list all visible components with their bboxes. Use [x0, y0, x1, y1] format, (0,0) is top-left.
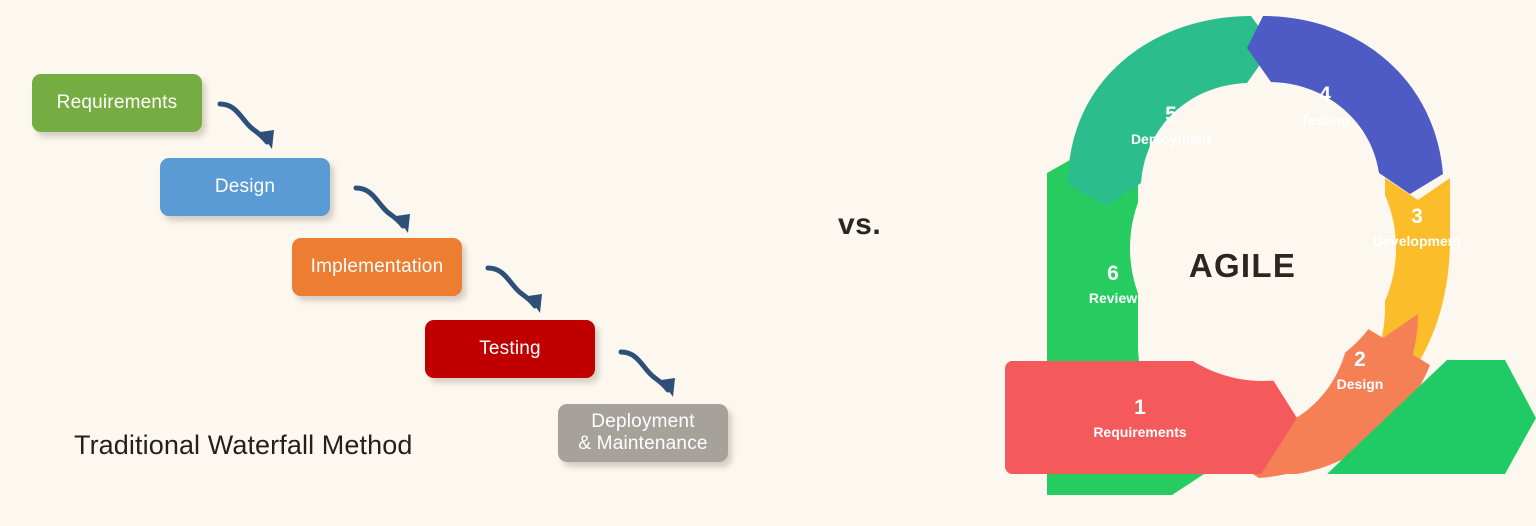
- waterfall-title: Traditional Waterfall Method: [74, 430, 413, 460]
- agile-segment-name: Testing: [1301, 112, 1350, 128]
- agile-segment-name: Design: [1337, 376, 1384, 392]
- agile-segment-number: 3: [1411, 205, 1423, 228]
- waterfall-diagram: Requirements Design Implementation Testi…: [32, 74, 728, 462]
- waterfall-step-testing[interactable]: Testing: [425, 320, 595, 378]
- agile-segment-number: 5: [1165, 103, 1177, 126]
- waterfall-arrow-3: [485, 265, 542, 313]
- waterfall-arrow-1: [217, 101, 274, 149]
- waterfall-step-label: Testing: [479, 337, 541, 359]
- agile-tail-arrow: [1327, 360, 1536, 474]
- waterfall-step-label: Deployment & Maintenance: [578, 410, 708, 454]
- waterfall-arrow-2: [353, 185, 410, 233]
- agile-ring-svg: 5 Deployment 4 Testing 3 Development 2 D…: [1005, 16, 1536, 495]
- waterfall-step-design[interactable]: Design: [160, 158, 330, 216]
- waterfall-step-label: Requirements: [56, 91, 178, 113]
- versus-label: vs.: [838, 208, 882, 241]
- waterfall-step-implementation[interactable]: Implementation: [292, 238, 462, 296]
- agile-segment-number: 2: [1354, 348, 1366, 371]
- waterfall-step-label: Design: [214, 175, 276, 197]
- agile-segment-requirements[interactable]: [1005, 361, 1297, 474]
- agile-segment-number: 1: [1134, 396, 1146, 419]
- agile-segment-testing[interactable]: [1247, 16, 1443, 194]
- agile-segment-name: Requirements: [1093, 424, 1187, 440]
- agile-segment-deployment[interactable]: [1068, 16, 1273, 206]
- agile-segment-number: 4: [1319, 83, 1331, 106]
- agile-segment-name: Development: [1373, 233, 1461, 249]
- waterfall-step-requirements[interactable]: Requirements: [32, 74, 202, 132]
- agile-center-circle: [1130, 115, 1396, 381]
- agile-segment-name: Deployment: [1131, 131, 1211, 147]
- agile-diagram: 5 Deployment 4 Testing 3 Development 2 D…: [975, 8, 1536, 518]
- waterfall-step-label: Implementation: [310, 255, 444, 277]
- waterfall-step-deployment-maintenance[interactable]: Deployment & Maintenance: [558, 404, 728, 462]
- agile-segment-name: Review: [1089, 290, 1137, 306]
- agile-segment-number: 6: [1107, 262, 1119, 285]
- waterfall-arrow-4: [618, 349, 675, 397]
